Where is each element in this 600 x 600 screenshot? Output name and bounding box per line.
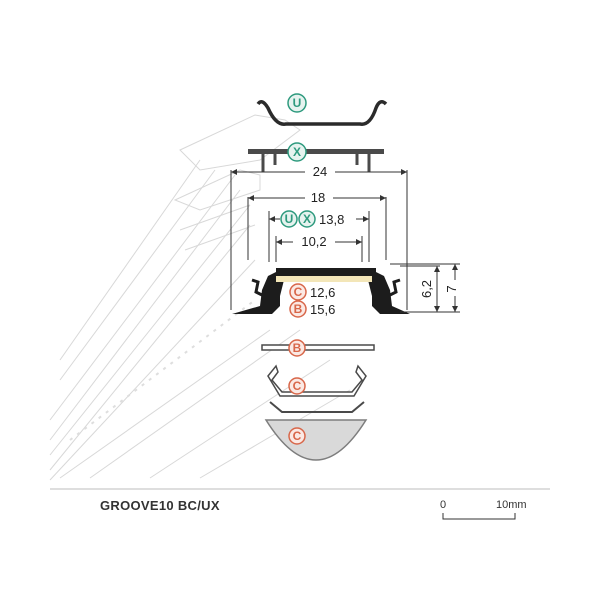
dim-total-height: 7: [444, 285, 459, 292]
badge-c-diffuser: C: [288, 377, 306, 395]
svg-text:X: X: [293, 145, 301, 159]
svg-text:C: C: [293, 379, 302, 393]
svg-text:B: B: [293, 341, 302, 355]
led-strip: [276, 276, 372, 282]
u-cover-shape: [256, 100, 388, 126]
x-cover-shape: [248, 149, 384, 172]
led-strip-ghost: [69, 299, 256, 441]
badge-c-dome: C: [288, 427, 306, 445]
svg-text:U: U: [285, 212, 294, 226]
badge-x-top: X: [287, 142, 307, 162]
dimension-arrows: [231, 169, 458, 312]
badge-u-dim: U: [280, 210, 298, 228]
product-name: GROOVE10 BC/UX: [100, 498, 220, 513]
perspective-ghost: [49, 114, 351, 481]
dim-inner-width: 18: [311, 190, 325, 205]
b-diffuser-shape: [261, 344, 375, 351]
badge-b-dim: B: [289, 300, 307, 318]
scale-start-label: 0: [440, 499, 447, 511]
badge-c-dim: C: [289, 283, 307, 301]
dim-inner-height: 6,2: [419, 280, 434, 298]
c-dome-diffuser-shape: [264, 401, 368, 461]
main-profile-shape: [232, 268, 410, 314]
svg-text:X: X: [303, 212, 311, 226]
svg-text:U: U: [293, 96, 302, 110]
badge-u-top: U: [287, 93, 307, 113]
dim-outer-width: 24: [313, 164, 327, 179]
svg-text:C: C: [293, 429, 302, 443]
dim-diffuser-b-width: 15,6: [310, 302, 335, 317]
badge-x-dim: X: [298, 210, 316, 228]
scale-bar: [442, 513, 516, 520]
scale-end-label: 10mm: [496, 499, 527, 511]
badge-b-diffuser: B: [288, 339, 306, 357]
svg-text:C: C: [294, 285, 303, 299]
dim-diffuser-c-width: 12,6: [310, 285, 335, 300]
dim-cover-width: 13,8: [319, 212, 344, 227]
svg-text:B: B: [294, 302, 303, 316]
c-diffuser-shape: [267, 364, 367, 397]
dim-channel-width: 10,2: [301, 234, 326, 249]
